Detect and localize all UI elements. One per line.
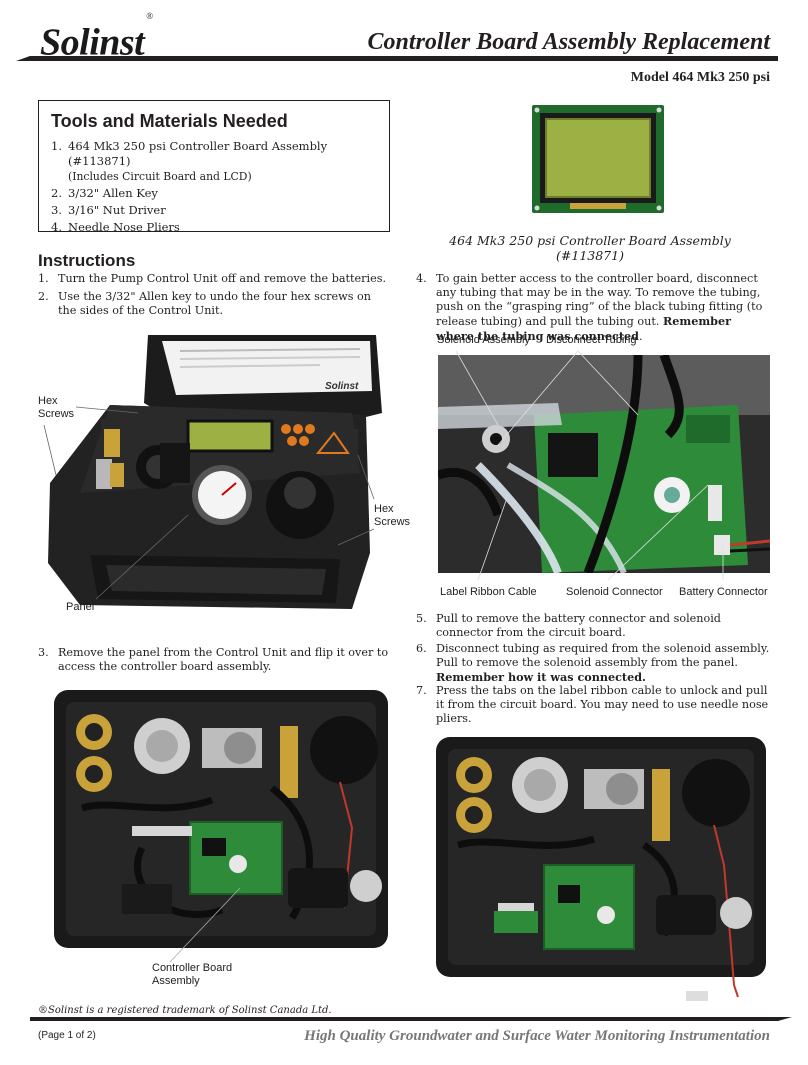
step-3: 3.Remove the panel from the Control Unit… [38, 646, 389, 673]
tools-materials-box: Tools and Materials Needed 1.464 Mk3 250… [38, 100, 390, 234]
callout-lines-photo3 [455, 350, 724, 581]
panel-underside-photo [54, 690, 388, 948]
list-item: 2.3/32" Allen Key [51, 186, 158, 200]
tools-list: 1.464 Mk3 250 psi Controller Board Assem… [51, 139, 389, 237]
footer-tagline: High Quality Groundwater and Surface Wat… [304, 1028, 770, 1044]
footer-rule [30, 1017, 792, 1021]
step-6: 6.Disconnect tubing as required from the… [416, 642, 770, 684]
label-ribbon-cable-label: Label Ribbon Cable [440, 586, 537, 598]
step-7: 7.Press the tabs on the label ribbon cab… [416, 684, 769, 725]
panel-removed-photo [436, 737, 766, 1001]
controller-board-label: Controller Board Assembly [152, 962, 233, 987]
callout-lines-photo1 [43, 406, 375, 600]
list-item: 1.464 Mk3 250 psi Controller Board Assem… [51, 139, 328, 183]
step-1: 1.Turn the Pump Control Unit off and rem… [38, 272, 386, 285]
instructions-title: Instructions [38, 251, 136, 270]
hex-screws-left-label: Hex Screws [38, 395, 75, 420]
step-2: 2.Use the 3/32" Allen key to undo the fo… [38, 290, 371, 317]
solenoid-assembly-label: Solenoid Assembly [437, 334, 530, 346]
disconnect-tubing-label: Disconnect Tubing [546, 334, 637, 346]
step-4: 4.To gain better access to the controlle… [416, 272, 763, 343]
case-brand-label: Solinst [325, 381, 359, 392]
list-item: 4.Needle Nose Pliers [51, 220, 180, 234]
control-unit-photo: Solinst [48, 335, 382, 609]
solinst-logo: Solinst® [40, 11, 153, 64]
list-item: 3.3/16" Nut Driver [51, 203, 166, 217]
header-rule [16, 56, 778, 61]
tools-title: Tools and Materials Needed [51, 111, 288, 131]
solenoid-connector-label: Solenoid Connector [566, 586, 663, 598]
callout-line-photo2 [169, 887, 241, 963]
model-label: Model 464 Mk3 250 psi [630, 70, 770, 85]
lcd-caption: 464 Mk3 250 psi Controller Board Assembl… [449, 233, 731, 263]
hex-screws-right-label: Hex Screws [374, 503, 411, 528]
battery-connector-label: Battery Connector [679, 586, 768, 598]
step-5: 5.Pull to remove the battery connector a… [416, 612, 721, 639]
document-title: Controller Board Assembly Replacement [367, 29, 770, 55]
trademark-note: ®Solinst is a registered trademark of So… [38, 1005, 332, 1016]
lcd-board-image [532, 105, 664, 213]
panel-label: Panel [66, 601, 95, 613]
page-number: (Page 1 of 2) [38, 1030, 96, 1041]
